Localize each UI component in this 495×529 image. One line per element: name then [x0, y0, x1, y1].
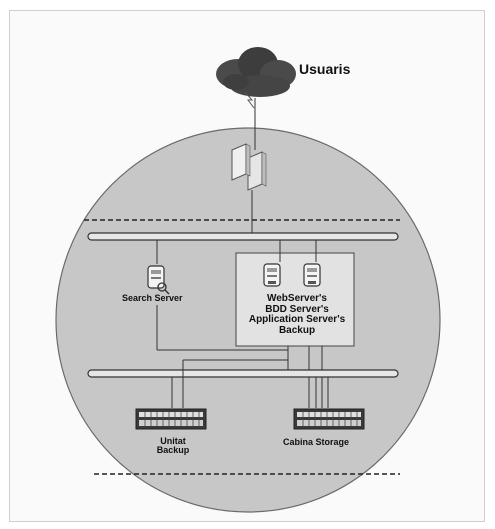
storage-network-bus — [87, 369, 399, 378]
storage-cabinet-label: Cabina Storage — [283, 437, 350, 447]
storage-array-icon — [135, 408, 207, 430]
top-network-bus — [87, 232, 399, 241]
server-group-label-line: BDD Server's — [265, 303, 329, 315]
server-group-box — [235, 252, 355, 347]
backup-unit-label: Unitat Backup — [148, 436, 198, 456]
users-label: Usuaris — [299, 61, 351, 77]
storage-array-icon — [293, 408, 365, 430]
server-group-label: WebServer's BDD Server's Application Ser… — [240, 293, 354, 336]
search-server-label: Search Server — [122, 293, 183, 303]
firewall-icon — [231, 143, 267, 191]
server-icon — [147, 265, 170, 295]
backup-unit-label-line: Backup — [156, 445, 190, 456]
server-group-label-line: WebServer's — [266, 293, 327, 304]
server-group-label-line: Application Server's — [248, 314, 346, 325]
server-icon — [263, 263, 281, 287]
backup-unit-label-line: Unitat — [160, 436, 186, 446]
server-group-label-line: Backup — [278, 324, 316, 336]
server-icon — [303, 263, 321, 287]
cloud-icon — [216, 47, 296, 109]
